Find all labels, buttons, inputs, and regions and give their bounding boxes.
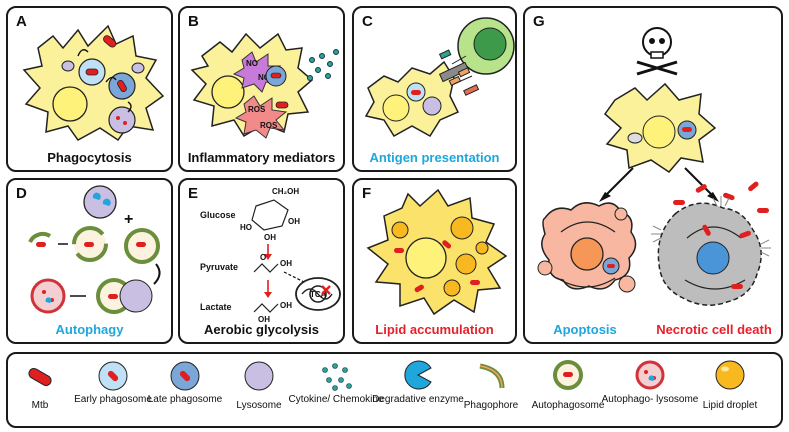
- lipid-droplet-icon: [715, 360, 745, 390]
- panel-letter: C: [362, 13, 373, 30]
- panel-inflammatory-mediators: B NO NO ROS ROS Inflammatory mediators: [178, 6, 345, 172]
- cell-death-illustration: [537, 27, 771, 306]
- svg-text:HO: HO: [240, 223, 252, 232]
- phagocytosis-illustration: [22, 24, 165, 142]
- mhc-receptor: [438, 61, 470, 83]
- svg-text:OH: OH: [280, 301, 292, 310]
- panel-cell-death: G: [523, 6, 783, 344]
- lactate-label: Lactate: [200, 302, 232, 312]
- panel-caption: Inflammatory mediators: [187, 150, 336, 165]
- svg-text:OH: OH: [258, 315, 270, 324]
- late-phagosome-icon: [170, 361, 200, 391]
- lipid-accumulation-illustration: [366, 188, 508, 316]
- lysosome: [83, 185, 117, 219]
- no-label: NO: [258, 73, 270, 82]
- nucleus: [382, 94, 410, 122]
- legend-item-cytokine: Cytokine/ Chemokine: [288, 354, 384, 426]
- legend-item-lipid-droplet: Lipid droplet: [700, 354, 760, 426]
- apoptosis-caption: Apoptosis: [553, 322, 617, 337]
- panel-caption: Lipid accumulation: [375, 322, 494, 337]
- panel-letter: F: [362, 185, 372, 202]
- mtb-bacterium: [103, 35, 117, 48]
- autophagolysosome-icon: [635, 360, 665, 390]
- condensed-nucleus: [570, 237, 604, 271]
- autophagy-illustration: +: [28, 185, 161, 314]
- legend-item-autophagolysosome: Autophago- lysosome: [602, 354, 698, 426]
- tca-label: TCA: [310, 290, 327, 299]
- panel-antigen-presentation: C Antigen presentation: [352, 6, 517, 172]
- svg-text:OH: OH: [280, 259, 292, 268]
- ros-label: ROS: [248, 105, 266, 114]
- legend-item-autophagosome: Autophagosome: [532, 354, 604, 426]
- svg-text:O: O: [260, 253, 266, 262]
- nucleus: [211, 75, 245, 109]
- svg-text:OH: OH: [288, 217, 300, 226]
- skull-icon: [636, 27, 678, 76]
- legend-item-phagophore: Phagophore: [464, 354, 518, 426]
- svg-text:CH₂OH: CH₂OH: [272, 187, 299, 196]
- necrotic-cell-death-caption: Necrotic cell death: [656, 322, 772, 337]
- legend-item-degradative-enzyme: Degradative enzyme: [372, 354, 464, 426]
- autophagolysosome: [30, 278, 66, 314]
- early-phagosome-icon: [98, 361, 128, 391]
- cytokine-dots: [307, 49, 339, 81]
- panel-aerobic-glycolysis: E Glucose CH₂OH HO OH OH Pyruvate O OH L…: [178, 178, 345, 344]
- panel-phagocytosis: A Phagocytosis: [6, 6, 173, 172]
- phagophore-icon: [479, 363, 505, 389]
- lipid-droplet: [450, 216, 474, 240]
- mtb-icon: [28, 368, 52, 386]
- pyruvate-label: Pyruvate: [200, 262, 238, 272]
- autophagosome-icon: [553, 360, 583, 390]
- panel-letter: A: [16, 13, 27, 30]
- no-label: NO: [246, 59, 258, 68]
- panel-letter: D: [16, 185, 27, 202]
- panel-caption: Autophagy: [55, 322, 124, 337]
- legend-item-early-phagosome: Early phagosome: [74, 354, 152, 426]
- panel-caption: Antigen presentation: [369, 150, 500, 165]
- ros-label: ROS: [260, 121, 278, 130]
- panel-letter: E: [188, 185, 199, 202]
- phagophore: [28, 231, 52, 244]
- panel-caption: Aerobic glycolysis: [204, 322, 319, 337]
- lysosome: [131, 62, 145, 74]
- nucleus: [405, 237, 447, 279]
- antigen-presentation-illustration: [364, 17, 515, 138]
- panel-letter: G: [533, 13, 545, 30]
- panel-letter: B: [188, 13, 199, 30]
- legend-item-lysosome: Lysosome: [234, 354, 284, 426]
- ros-burst: [234, 95, 288, 139]
- legend-item-mtb: Mtb: [18, 354, 62, 426]
- panel-lipid-accumulation: F Lipid accumulation: [352, 178, 517, 344]
- phagolysosome: [108, 106, 136, 134]
- lysosome-icon: [244, 361, 274, 391]
- glucose-label: Glucose: [200, 210, 236, 220]
- necrotic-nucleus: [696, 241, 730, 275]
- panel-caption: Phagocytosis: [47, 150, 132, 165]
- nucleus: [52, 86, 88, 122]
- cytokine-icon: [322, 363, 352, 391]
- panel-autophagy: D + Autophagy: [6, 178, 173, 344]
- svg-text:OH: OH: [264, 233, 276, 242]
- glycolysis-illustration: Glucose CH₂OH HO OH OH Pyruvate O OH Lac…: [200, 187, 341, 324]
- legend-item-late-phagosome: Late phagosome: [148, 354, 222, 426]
- degradative-enzyme-icon: [404, 360, 432, 390]
- inflammatory-illustration: NO NO ROS ROS: [190, 32, 339, 139]
- svg-text:+: +: [124, 211, 133, 228]
- legend: Mtb Early phagosome Late phagosome Lysos…: [6, 352, 783, 428]
